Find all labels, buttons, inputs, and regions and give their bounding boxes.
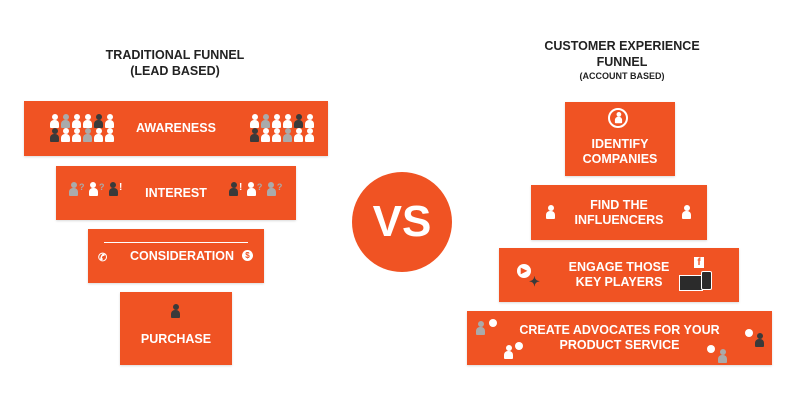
target-person-icon — [608, 108, 628, 128]
advocate-icon — [475, 321, 486, 335]
stage-create-advocates: CREATE ADVOCATES FOR YOUR PRODUCT SERVIC… — [467, 311, 772, 365]
video-play-icon: ▶ — [517, 264, 531, 278]
advocate-icon — [754, 333, 765, 347]
advocate-icon — [717, 349, 728, 363]
twitter-bird-icon: ✦ — [529, 274, 540, 289]
advocate-icon — [503, 345, 514, 359]
purchase-label: PURCHASE — [140, 332, 212, 346]
left-title: TRADITIONAL FUNNEL (LEAD BASED) — [75, 47, 275, 79]
left-title-text: TRADITIONAL FUNNEL — [105, 48, 245, 62]
right-subtitle: (ACCOUNT BASED) — [579, 71, 665, 81]
left-subtitle: (LEAD BASED) — [130, 64, 220, 78]
speech-bubble-icon — [707, 345, 715, 353]
speech-bubble-icon — [745, 329, 753, 337]
right-title-text: CUSTOMER EXPERIENCE — [544, 39, 700, 53]
phone-device-icon — [701, 271, 712, 290]
vs-badge: VS — [352, 172, 452, 272]
buyer-icon — [170, 304, 181, 318]
influencers-label-1: FIND THE — [590, 197, 648, 212]
dollar-coin-icon: $ — [242, 250, 253, 261]
stage-consideration: ✆ CONSIDERATION $ — [88, 229, 264, 283]
stage-awareness: AWARENESS — [24, 101, 328, 156]
engage-label-2: KEY PLAYERS — [575, 275, 663, 289]
speech-bubble-icon — [515, 342, 523, 350]
identify-label-1: IDENTIFY — [591, 137, 649, 151]
curious-people-icon: ! ? ? — [228, 182, 282, 196]
consideration-label: CONSIDERATION — [130, 248, 234, 263]
stage-engage-key-players: ▶ ✦ ENGAGE THOSE KEY PLAYERS f — [499, 248, 739, 302]
facebook-icon: f — [694, 257, 704, 268]
timeline-arrow-icon — [104, 242, 248, 243]
phone-icon: ✆ — [98, 252, 108, 264]
right-title-text-2: FUNNEL — [596, 55, 648, 69]
identify-label-2: COMPANIES — [582, 152, 658, 166]
people-group-icon — [46, 114, 118, 142]
vs-text: VS — [372, 197, 432, 246]
laptop-icon — [679, 275, 703, 291]
advocates-label-2: PRODUCT SERVICE — [559, 338, 680, 352]
people-group-icon — [246, 114, 318, 142]
interest-label: INTEREST — [145, 185, 207, 200]
stage-interest: INTEREST ? ? ! ! ? ? — [56, 166, 296, 220]
speech-bubble-icon — [489, 319, 497, 327]
person-icon — [681, 205, 692, 219]
engage-label-1: ENGAGE THOSE — [568, 260, 670, 274]
curious-people-icon: ? ? ! — [68, 182, 122, 196]
awareness-label: AWARENESS — [136, 121, 216, 135]
right-title: CUSTOMER EXPERIENCE FUNNEL (ACCOUNT BASE… — [522, 38, 722, 82]
stage-identify-companies: IDENTIFY COMPANIES — [565, 102, 675, 176]
influencers-label-2: INFLUENCERS — [574, 212, 664, 227]
advocates-label-1: CREATE ADVOCATES FOR YOUR — [519, 323, 720, 337]
stage-purchase: PURCHASE — [120, 292, 232, 365]
person-icon — [545, 205, 556, 219]
stage-find-influencers: FIND THE INFLUENCERS — [531, 185, 707, 240]
